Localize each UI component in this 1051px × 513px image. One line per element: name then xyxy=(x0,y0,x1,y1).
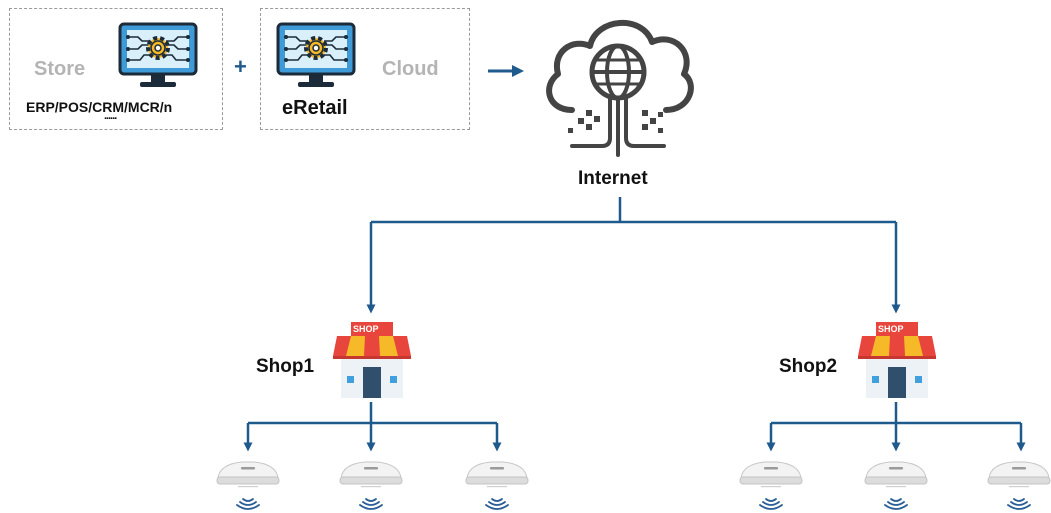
access-point-icon xyxy=(739,461,803,510)
shop-2-label: Shop2 xyxy=(779,356,838,377)
access-point-icon xyxy=(864,461,928,510)
access-point-icon xyxy=(216,461,280,510)
shop-1-label: Shop1 xyxy=(256,356,315,377)
flow-arrow xyxy=(488,65,524,77)
access-point-icon xyxy=(465,461,529,510)
cloud-globe-icon xyxy=(546,19,694,157)
shop-2-sign: SHOP xyxy=(878,324,904,334)
eretail-label: eRetail xyxy=(282,97,348,119)
store-systems-ellipsis: ...... xyxy=(104,110,117,122)
internet-label: Internet xyxy=(578,168,648,189)
cloud-label: Cloud xyxy=(382,58,439,80)
store-systems-label: ERP/POS/CRM/MCR/n xyxy=(26,99,173,115)
store-box xyxy=(9,8,223,130)
shop-1-sign: SHOP xyxy=(353,324,379,334)
cloud-box xyxy=(260,8,470,130)
store-label: Store xyxy=(34,58,86,80)
plus-sign: + xyxy=(234,54,247,79)
access-point-icon xyxy=(339,461,403,510)
access-point-icon xyxy=(987,461,1051,510)
